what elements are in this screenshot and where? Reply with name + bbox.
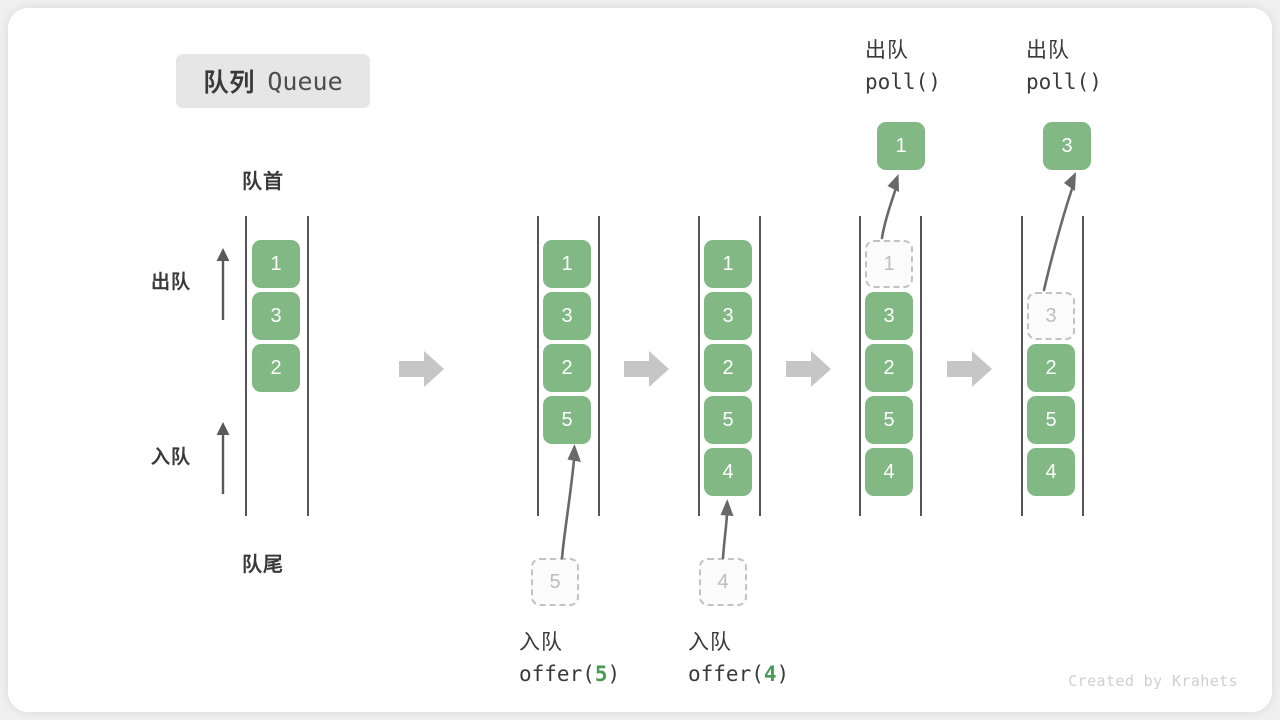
rail-left-col5 <box>1021 216 1023 516</box>
outgoing-cell-col4: 1 <box>877 122 925 170</box>
cell-col2-0: 1 <box>543 240 591 288</box>
cell-col4-3: 5 <box>865 396 913 444</box>
operation-cn-offer4: 入队 <box>688 631 732 654</box>
curved-up-arrow-icon-offer5 <box>548 438 596 560</box>
operation-cn-poll1: 出队 <box>865 39 909 62</box>
right-block-arrow-icon-4 <box>947 349 993 389</box>
cell-col1-0: 1 <box>252 240 300 288</box>
outgoing-cell-col5: 3 <box>1043 122 1091 170</box>
cell-col1-2: 2 <box>252 344 300 392</box>
cell-col4-4: 4 <box>865 448 913 496</box>
cell-col2-2: 2 <box>543 344 591 392</box>
right-block-arrow-icon-2 <box>624 349 670 389</box>
queue-tail-label: 队尾 <box>242 554 284 576</box>
cell-col5-1: 3 <box>1027 292 1075 340</box>
operation-cn-offer5: 入队 <box>519 631 563 654</box>
rail-right-col2 <box>598 216 600 516</box>
rail-right-col4 <box>920 216 922 516</box>
cell-col4-1: 3 <box>865 292 913 340</box>
cell-col3-3: 5 <box>704 396 752 444</box>
up-arrow-icon-enqueue <box>214 420 232 494</box>
cell-col3-1: 3 <box>704 292 752 340</box>
cell-col3-4: 4 <box>704 448 752 496</box>
cell-col2-3: 5 <box>543 396 591 444</box>
operation-label-poll1: 出队 poll() <box>865 36 941 98</box>
cell-col4-2: 2 <box>865 344 913 392</box>
operation-label-offer4: 入队 offer(4) <box>688 628 789 690</box>
rail-left-col1 <box>245 216 247 516</box>
curved-up-arrow-icon-poll1 <box>870 170 916 240</box>
diagram-card: 队列 Queue 队首 队尾 出队 入队 1 3 2 <box>8 8 1272 712</box>
operation-label-poll3: 出队 poll() <box>1026 36 1102 98</box>
rail-left-col2 <box>537 216 539 516</box>
cell-col1-1: 3 <box>252 292 300 340</box>
rail-right-col5 <box>1082 216 1084 516</box>
cell-col5-4: 4 <box>1027 448 1075 496</box>
operation-code-poll1: poll() <box>865 70 941 94</box>
rail-right-col1 <box>307 216 309 516</box>
title-english: Queue <box>267 66 343 96</box>
operation-label-offer5: 入队 offer(5) <box>519 628 620 690</box>
diagram-title-badge: 队列 Queue <box>176 54 370 108</box>
curved-up-arrow-icon-poll3 <box>1030 168 1090 292</box>
incoming-ghost-cell-col3: 4 <box>699 558 747 606</box>
operation-code-offer5: offer(5) <box>519 662 621 686</box>
curved-up-arrow-icon-offer4 <box>713 494 753 560</box>
enqueue-direction-label: 入队 <box>151 447 192 468</box>
rail-left-col3 <box>698 216 700 516</box>
rail-left-col4 <box>859 216 861 516</box>
operation-code-offer4: offer(4) <box>688 662 790 686</box>
dequeue-direction-label: 出队 <box>151 272 192 293</box>
cell-col3-2: 2 <box>704 344 752 392</box>
operation-cn-poll3: 出队 <box>1026 39 1070 62</box>
operation-code-poll3: poll() <box>1026 70 1102 94</box>
cell-col4-0: 1 <box>865 240 913 288</box>
incoming-ghost-cell-col2: 5 <box>531 558 579 606</box>
right-block-arrow-icon-1 <box>399 349 445 389</box>
watermark-credit: Created by Krahets <box>1068 672 1238 690</box>
right-block-arrow-icon-3 <box>786 349 832 389</box>
rail-right-col3 <box>759 216 761 516</box>
cell-col3-0: 1 <box>704 240 752 288</box>
cell-col2-1: 3 <box>543 292 591 340</box>
title-chinese: 队列 <box>203 69 256 97</box>
queue-head-label: 队首 <box>242 171 284 193</box>
up-arrow-icon-dequeue <box>214 246 232 320</box>
cell-col5-3: 5 <box>1027 396 1075 444</box>
cell-col5-2: 2 <box>1027 344 1075 392</box>
